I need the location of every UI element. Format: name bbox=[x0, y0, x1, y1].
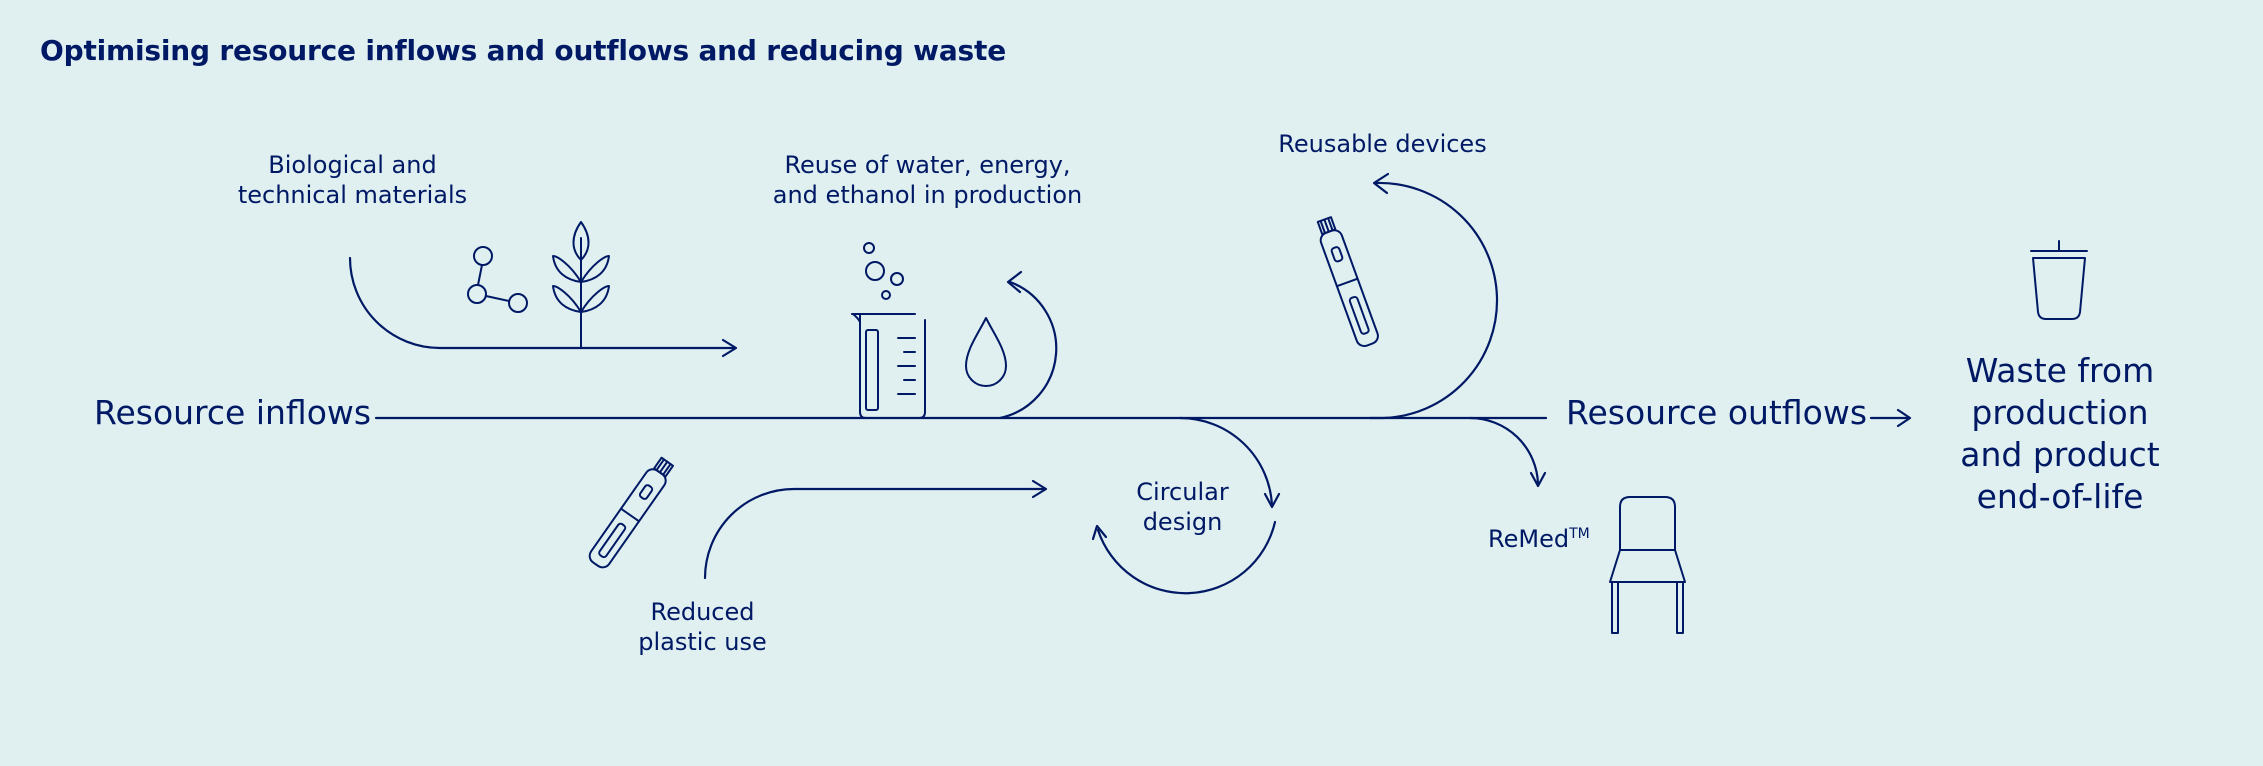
page-title: Optimising resource inflows and outflows… bbox=[40, 34, 1006, 67]
resource-inflows-label: Resource inflows bbox=[94, 393, 372, 432]
bio-inflow-arrowhead bbox=[721, 338, 738, 358]
biological-materials-label: Biological and technical materials bbox=[237, 151, 468, 209]
circular-design-label: Circular design bbox=[1136, 478, 1229, 536]
reusable-devices-label: Reusable devices bbox=[1278, 130, 1487, 158]
chair-icon bbox=[1609, 496, 1686, 634]
remed-arrow bbox=[1468, 416, 1540, 486]
circular-design-down-arrow bbox=[1178, 416, 1274, 508]
circular-design-bottom-arc bbox=[1096, 520, 1277, 595]
reduced-plastic-arrowhead bbox=[1031, 479, 1048, 499]
remed-label: ReMedTM bbox=[1488, 525, 1590, 553]
trademark-mark: TM bbox=[1569, 526, 1590, 542]
outflows-arrowhead bbox=[1896, 408, 1912, 428]
reusable-devices-arrow bbox=[1368, 181, 1499, 420]
circular-design-down-arrowhead bbox=[1263, 492, 1281, 509]
waste-bin-icon bbox=[2030, 240, 2088, 320]
bio-inflow-arrow bbox=[348, 256, 737, 350]
waste-end-of-life-label: Waste from production and product end-of… bbox=[1960, 351, 2160, 516]
water-drop-icon bbox=[965, 317, 1007, 387]
pen-injector-icon bbox=[1316, 216, 1379, 348]
molecule-icon bbox=[467, 246, 528, 313]
pen-injector-icon bbox=[588, 456, 675, 569]
remed-arrowhead bbox=[1529, 471, 1547, 488]
resource-outflows-label: Resource outflows bbox=[1566, 393, 1868, 432]
beaker-icon bbox=[851, 242, 926, 419]
reusable-devices-arrowhead bbox=[1372, 172, 1390, 195]
reuse-loop-arrowhead bbox=[1006, 270, 1023, 294]
reduced-plastic-label: Reduced plastic use bbox=[638, 598, 767, 656]
reduced-plastic-arrow bbox=[703, 487, 1047, 580]
circular-design-bottom-arrowhead bbox=[1091, 524, 1108, 541]
plant-icon bbox=[552, 221, 610, 349]
reuse-loop-arrow bbox=[998, 280, 1058, 420]
reuse-production-label: Reuse of water, energy, and ethanol in p… bbox=[772, 151, 1083, 209]
